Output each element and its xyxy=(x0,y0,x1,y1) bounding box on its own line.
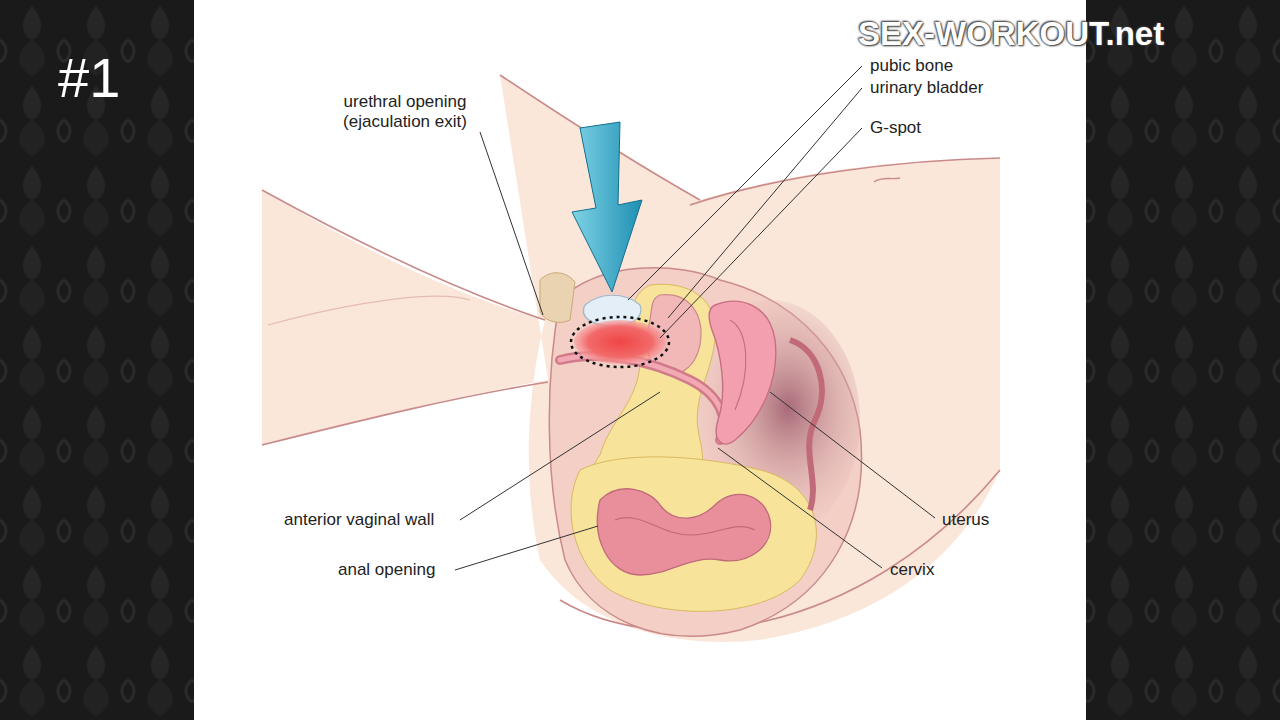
fat-layer xyxy=(571,457,816,612)
leader-line xyxy=(460,392,660,520)
vaginal-canal xyxy=(560,356,724,440)
part-label: urethral opening (ejaculation exit) xyxy=(325,92,485,133)
thigh-outline xyxy=(262,382,548,445)
center-panel xyxy=(194,0,1086,720)
part-label: anal opening xyxy=(338,560,435,580)
navel-mark xyxy=(874,178,900,182)
leader-line xyxy=(480,132,543,315)
part-label: cervix xyxy=(890,560,934,580)
skin-area xyxy=(262,75,1000,642)
g-spot-area xyxy=(574,320,666,364)
uterus-cavity xyxy=(730,320,746,410)
g-spot-outline xyxy=(571,317,669,367)
pelvic-section xyxy=(549,268,861,636)
part-label: urinary bladder xyxy=(870,78,983,98)
side-panel xyxy=(1086,0,1280,720)
intestine-fold xyxy=(615,518,755,535)
leader-line xyxy=(770,392,935,518)
pubic-mound xyxy=(540,273,575,323)
side-panel xyxy=(0,0,194,720)
part-label: anterior vaginal wall xyxy=(284,510,434,530)
leader-lines xyxy=(455,66,935,570)
leader-line xyxy=(455,526,598,570)
watermark: SEX-WORKOUT.net xyxy=(858,14,1164,54)
part-label: uterus xyxy=(942,510,989,530)
vaginal-canal xyxy=(560,356,724,440)
part-label: G-spot xyxy=(870,118,921,138)
body-outline xyxy=(690,158,1000,205)
intestine xyxy=(790,340,822,510)
leader-line xyxy=(668,88,862,318)
thigh-outline xyxy=(262,190,545,320)
body-outline xyxy=(268,296,470,325)
leader-line xyxy=(628,66,862,300)
callout-number: #1 xyxy=(58,44,120,111)
pressure-arrow xyxy=(572,122,642,292)
leader-line xyxy=(660,128,862,338)
leader-line xyxy=(718,448,882,568)
part-label: pubic bone xyxy=(870,56,953,76)
uterus xyxy=(709,301,775,444)
intestine xyxy=(597,489,770,575)
